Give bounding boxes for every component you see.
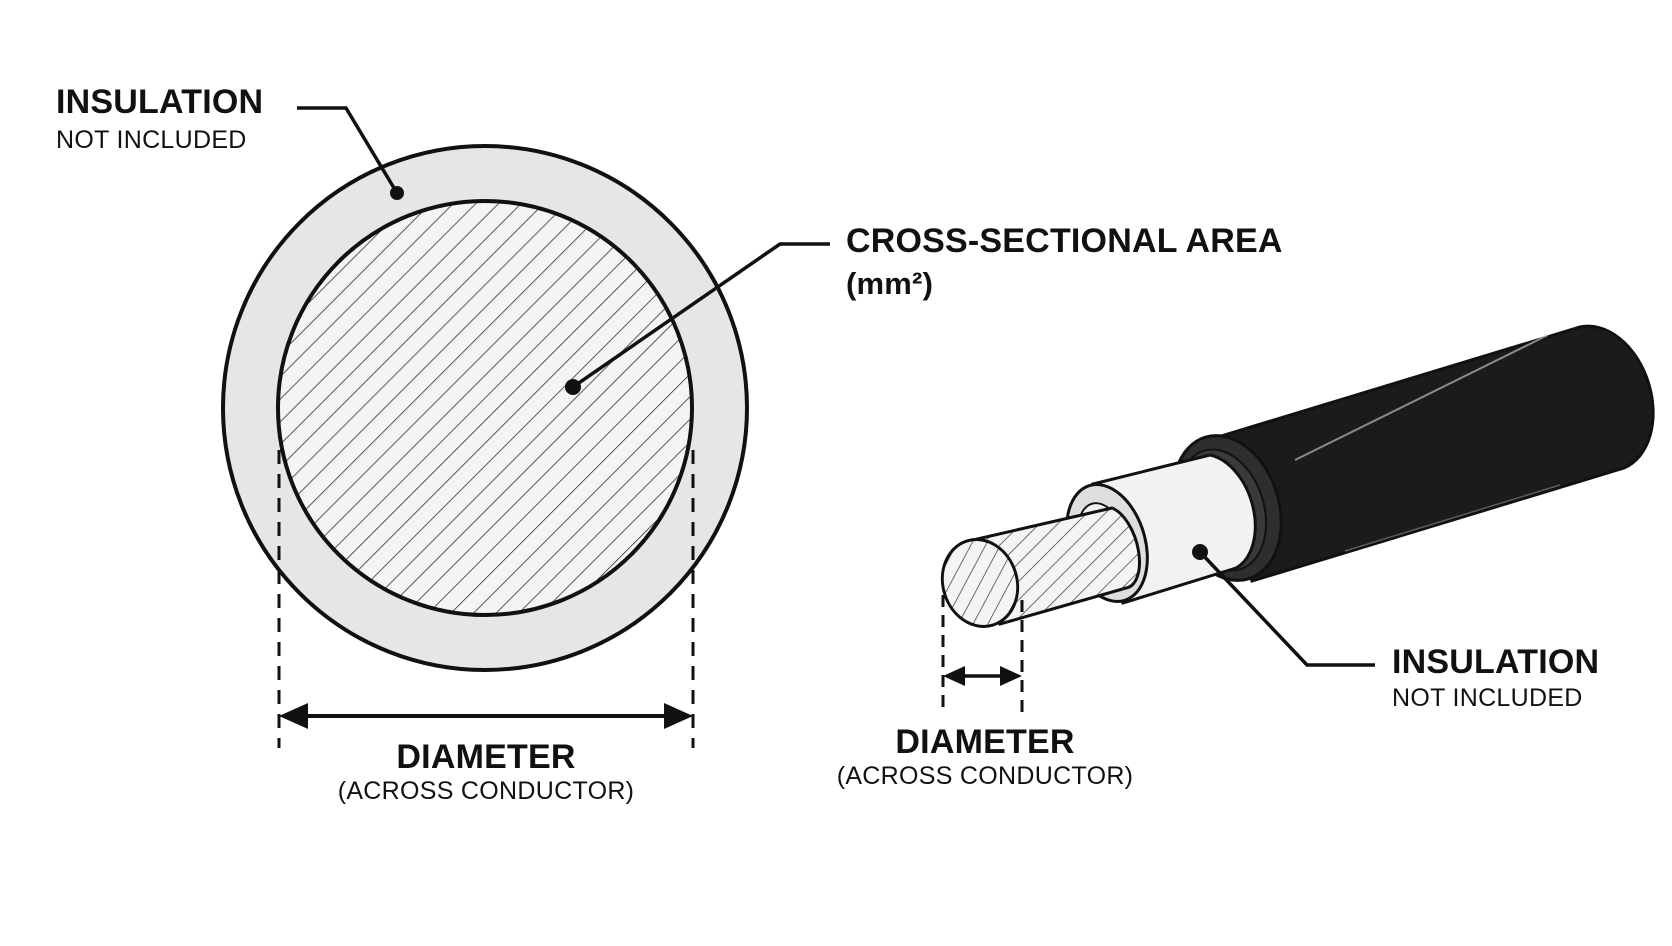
outer-sheath — [1206, 324, 1655, 583]
cross-section-title: CROSS-SECTIONAL AREA — [846, 222, 1283, 260]
insulation-right-subtitle: NOT INCLUDED — [1392, 684, 1583, 712]
diameter-right-subtitle: (ACROSS CONDUCTOR) — [836, 762, 1134, 790]
diameter-left-dimension — [277, 450, 695, 748]
cross-section-leader — [565, 242, 830, 395]
diameter-right-dimension — [941, 595, 1024, 712]
conductor-core — [276, 199, 694, 617]
diameter-right-title: DIAMETER — [895, 723, 1075, 761]
insulation-right-leader — [1192, 544, 1375, 667]
cross-section-view — [221, 144, 749, 672]
stripped-wire-view — [940, 324, 1655, 628]
insulation-top-subtitle: NOT INCLUDED — [56, 126, 247, 154]
insulation-right-title: INSULATION — [1392, 643, 1600, 681]
diameter-left-subtitle: (ACROSS CONDUCTOR) — [337, 777, 635, 805]
conductor-end-face — [940, 538, 1020, 628]
cross-section-unit: (mm²) — [846, 266, 934, 301]
diameter-left-title: DIAMETER — [396, 738, 576, 776]
insulation-top-leader — [297, 106, 404, 200]
insulation-top-title: INSULATION — [56, 83, 264, 121]
